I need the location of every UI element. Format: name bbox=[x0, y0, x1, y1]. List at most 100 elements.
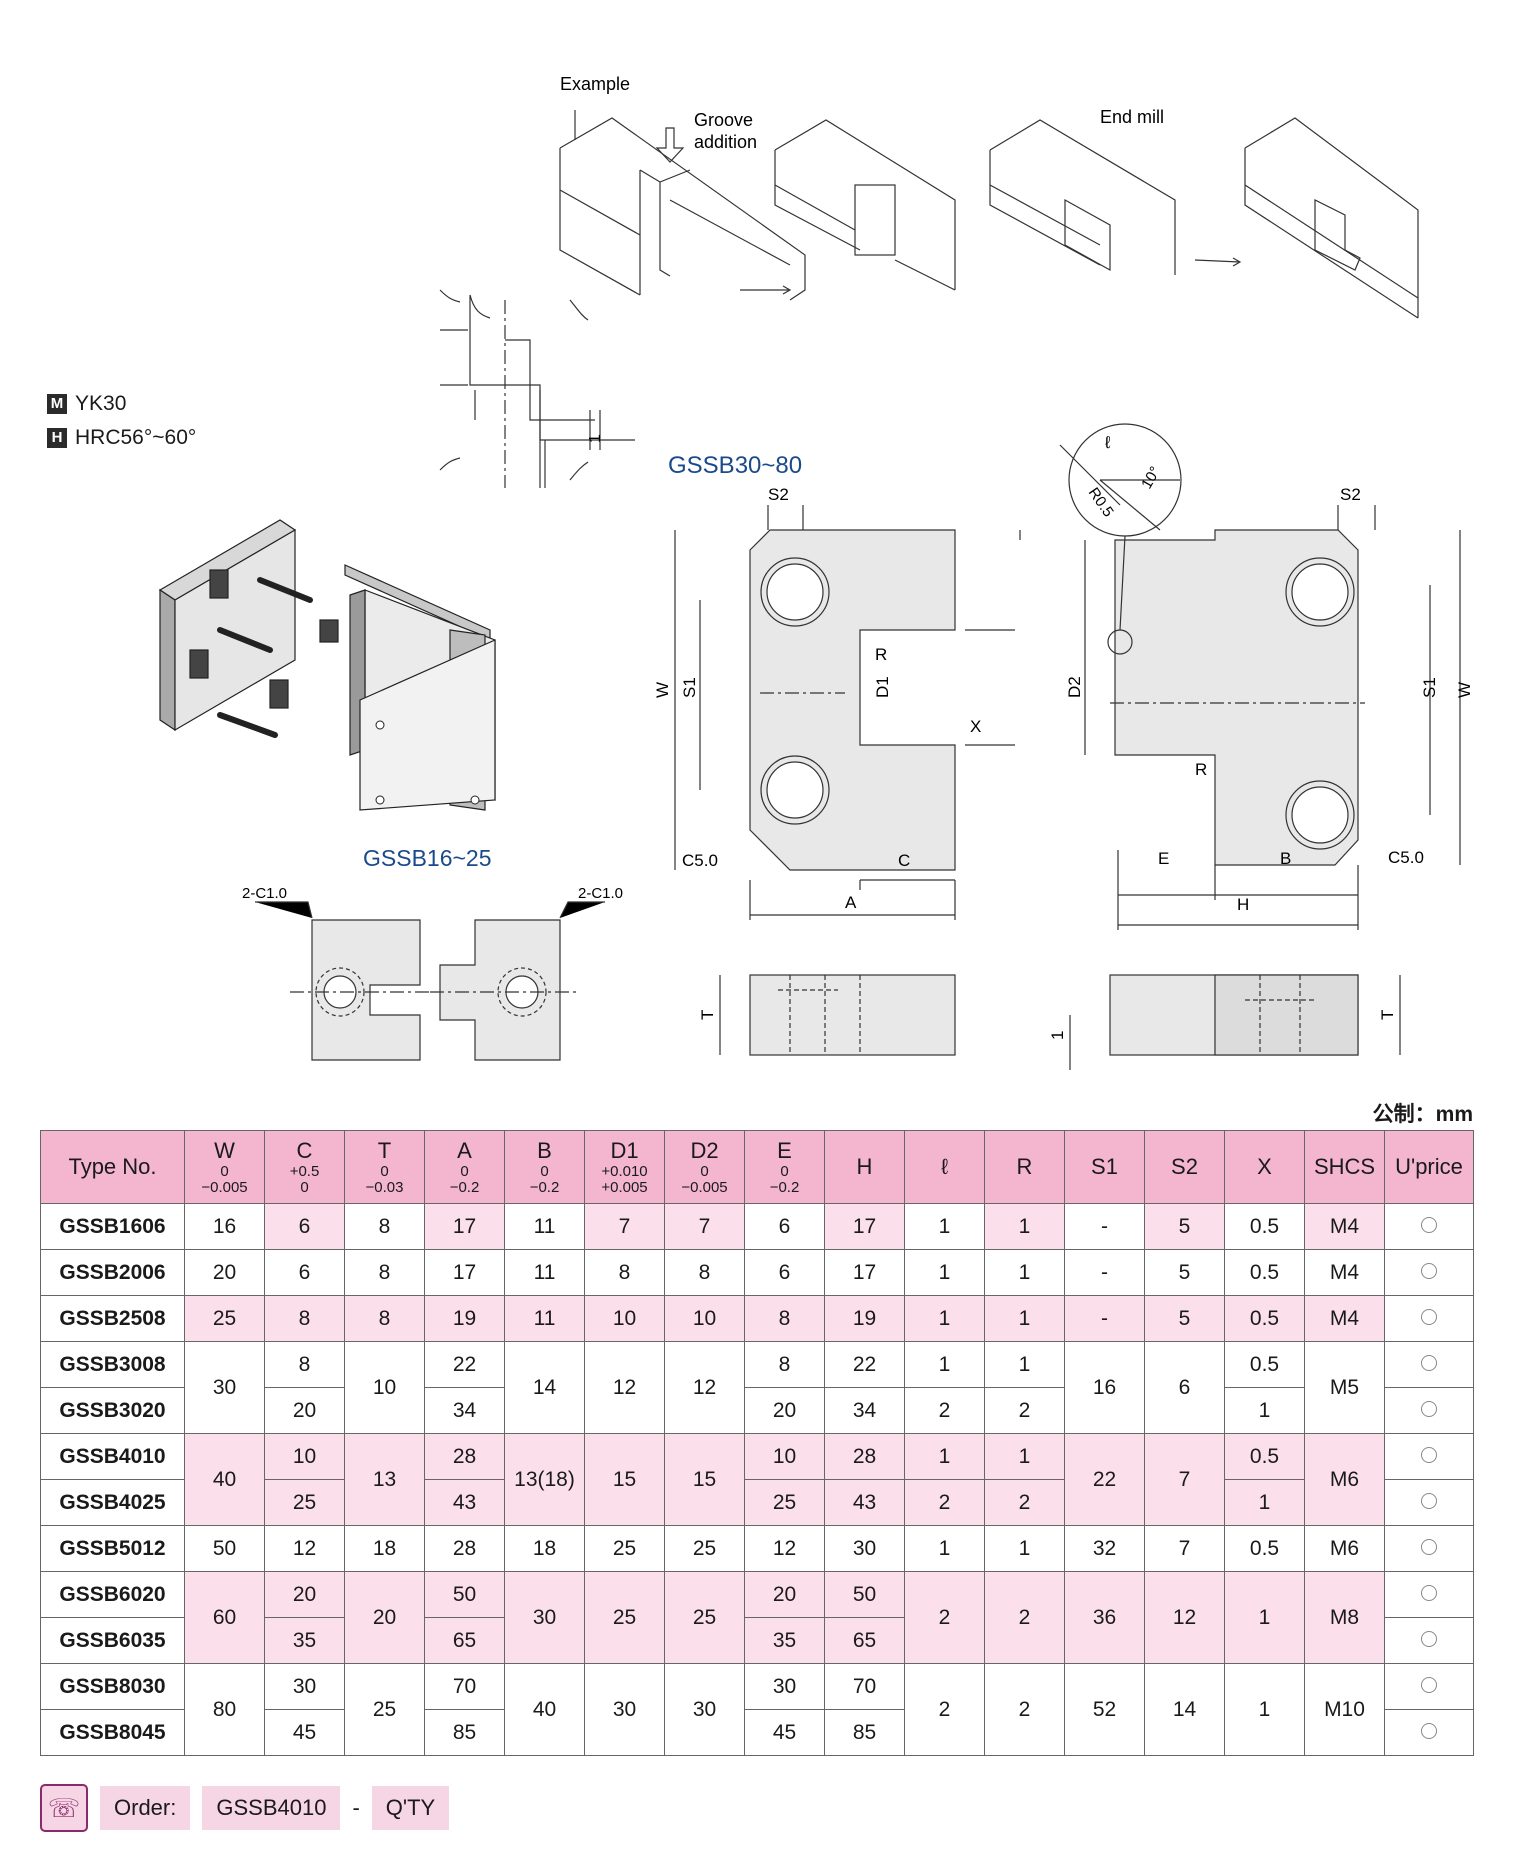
cell-e: 12 bbox=[744, 1525, 825, 1572]
groove-process-drawing: Example Groove addition End mill 1 bbox=[439, 74, 1419, 488]
cell-h: 17 bbox=[824, 1249, 905, 1296]
cell-a: 65 bbox=[424, 1617, 505, 1664]
price-radio[interactable] bbox=[1421, 1584, 1437, 1601]
cell-type: GSSB2006 bbox=[40, 1249, 185, 1296]
cell-ell: 1 bbox=[904, 1295, 985, 1342]
cell-e: 35 bbox=[744, 1617, 825, 1664]
hardness-value: HRC56°~60° bbox=[75, 426, 197, 449]
dim-x: X bbox=[970, 717, 981, 736]
cell-uprice bbox=[1384, 1479, 1474, 1526]
dim-one: 1 bbox=[1048, 1031, 1067, 1040]
cell-s1: - bbox=[1064, 1203, 1145, 1250]
table-row: GSSB4010 40 10 13 28 13(18) 15 15 10 28 … bbox=[40, 1433, 1474, 1526]
cell-x: 0.5 bbox=[1224, 1203, 1305, 1250]
small-chamfer-right: 2-C1.0 bbox=[578, 885, 623, 902]
cell-d1: 25 bbox=[584, 1525, 665, 1572]
dim-w-left: W bbox=[653, 682, 672, 698]
price-radio[interactable] bbox=[1421, 1262, 1437, 1279]
cell-a: 17 bbox=[424, 1203, 505, 1250]
price-radio[interactable] bbox=[1421, 1630, 1437, 1647]
cell-s2: 7 bbox=[1144, 1525, 1225, 1572]
table-row: GSSB2508 25 8 8 19 11 10 10 8 19 1 1 - 5… bbox=[40, 1295, 1474, 1342]
cell-d2: 25 bbox=[664, 1571, 745, 1664]
cell-uprice bbox=[1384, 1341, 1474, 1388]
cell-w: 50 bbox=[184, 1525, 265, 1572]
cell-uprice bbox=[1384, 1525, 1474, 1572]
cell-b: 11 bbox=[504, 1203, 585, 1250]
cell-c: 30 bbox=[264, 1663, 345, 1710]
header-h: H bbox=[824, 1130, 905, 1204]
cell-e: 8 bbox=[744, 1295, 825, 1342]
cell-b: 14 bbox=[504, 1341, 585, 1434]
header-type: Type No. bbox=[40, 1130, 185, 1204]
cell-ell: 1 bbox=[904, 1433, 985, 1480]
order-line: ☏ Order: GSSB4010 - Q'TY bbox=[40, 1784, 450, 1832]
cell-type: GSSB3020 bbox=[40, 1387, 185, 1434]
price-radio[interactable] bbox=[1421, 1722, 1437, 1739]
price-radio[interactable] bbox=[1421, 1446, 1437, 1463]
cell-uprice bbox=[1384, 1249, 1474, 1296]
cell-s1: 36 bbox=[1064, 1571, 1145, 1664]
cell-a: 70 bbox=[424, 1663, 505, 1710]
cell-d2: 25 bbox=[664, 1525, 745, 1572]
cell-t: 25 bbox=[344, 1663, 425, 1756]
cell-b: 11 bbox=[504, 1249, 585, 1296]
cell-b: 11 bbox=[504, 1295, 585, 1342]
end-mill-label: End mill bbox=[1100, 107, 1164, 127]
cell-type: GSSB1606 bbox=[40, 1203, 185, 1250]
cell-r: 1 bbox=[984, 1433, 1065, 1480]
dim-d1: D1 bbox=[873, 676, 892, 698]
cell-x: 0.5 bbox=[1224, 1295, 1305, 1342]
table-row: GSSB1606 16 6 8 17 11 7 7 6 17 1 1 - 5 0… bbox=[40, 1203, 1474, 1250]
cell-c: 20 bbox=[264, 1387, 345, 1434]
table-row: GSSB8030 80 30 25 70 40 30 30 30 70 2 2 … bbox=[40, 1663, 1474, 1756]
cell-c: 6 bbox=[264, 1249, 345, 1296]
cell-type: GSSB5012 bbox=[40, 1525, 185, 1572]
cell-a: 22 bbox=[424, 1341, 505, 1388]
dim-s1-left: S1 bbox=[680, 677, 699, 698]
large-type-drawing: S2 S2 W S1 D1 R X C5.0 C A D2 S1 W R E B… bbox=[653, 423, 1474, 1070]
price-radio[interactable] bbox=[1421, 1676, 1437, 1693]
cell-t: 10 bbox=[344, 1341, 425, 1434]
cell-shcs: M4 bbox=[1304, 1203, 1385, 1250]
cell-b: 13(18) bbox=[504, 1433, 585, 1526]
dim-a: A bbox=[845, 893, 857, 912]
header-x: X bbox=[1224, 1130, 1305, 1204]
groove-depth-label: 1 bbox=[587, 434, 604, 443]
cell-ell: 2 bbox=[904, 1387, 985, 1434]
cell-a: 43 bbox=[424, 1479, 505, 1526]
cell-h: 28 bbox=[824, 1433, 905, 1480]
cell-x: 1 bbox=[1224, 1479, 1305, 1526]
price-radio[interactable] bbox=[1421, 1308, 1437, 1325]
dim-t-left: T bbox=[698, 1010, 717, 1020]
table-row: GSSB8045 45 85 45 85 bbox=[40, 1709, 1474, 1756]
dim-r-right: R bbox=[1195, 760, 1207, 779]
cell-type: GSSB6020 bbox=[40, 1571, 185, 1618]
cell-e: 45 bbox=[744, 1709, 825, 1756]
cell-type: GSSB4025 bbox=[40, 1479, 185, 1526]
price-radio[interactable] bbox=[1421, 1492, 1437, 1509]
price-radio[interactable] bbox=[1421, 1216, 1437, 1233]
cell-ell: 1 bbox=[904, 1249, 985, 1296]
cell-e: 25 bbox=[744, 1479, 825, 1526]
price-radio[interactable] bbox=[1421, 1538, 1437, 1555]
cell-s1: 52 bbox=[1064, 1663, 1145, 1756]
dim-e: E bbox=[1158, 849, 1169, 868]
cell-c: 20 bbox=[264, 1571, 345, 1618]
cell-e: 20 bbox=[744, 1387, 825, 1434]
price-radio[interactable] bbox=[1421, 1400, 1437, 1417]
cell-r: 1 bbox=[984, 1295, 1065, 1342]
cell-d2: 12 bbox=[664, 1341, 745, 1434]
cell-h: 85 bbox=[824, 1709, 905, 1756]
cell-a: 17 bbox=[424, 1249, 505, 1296]
cell-shcs: M10 bbox=[1304, 1663, 1385, 1756]
header-s2: S2 bbox=[1144, 1130, 1225, 1204]
cell-c: 10 bbox=[264, 1433, 345, 1480]
large-type-title: GSSB30~80 bbox=[668, 452, 803, 479]
cell-s1: - bbox=[1064, 1295, 1145, 1342]
price-radio[interactable] bbox=[1421, 1354, 1437, 1371]
cell-uprice bbox=[1384, 1433, 1474, 1480]
